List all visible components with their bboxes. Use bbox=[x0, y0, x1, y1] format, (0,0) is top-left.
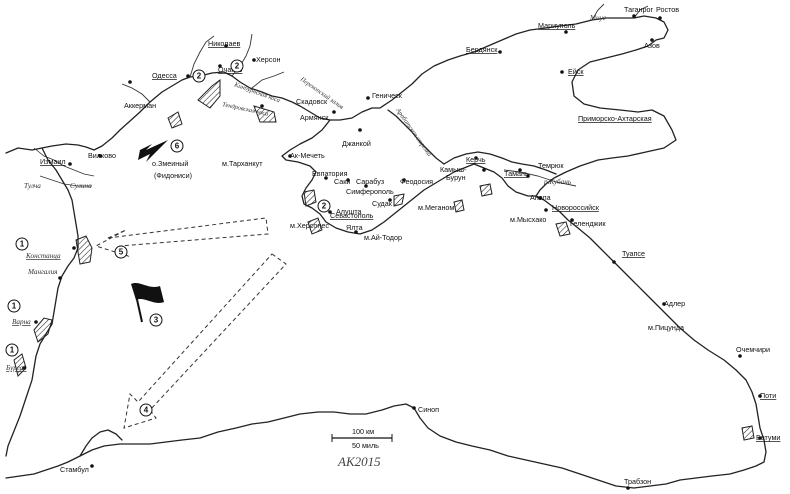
label-odessa: Одесса bbox=[152, 71, 177, 80]
scale-km-label: 100 км bbox=[352, 427, 374, 436]
label-azov: Азов bbox=[644, 41, 660, 50]
label-mangalia: Мангалия bbox=[27, 268, 58, 276]
label-novorossiysk: Новороссийск bbox=[552, 203, 600, 212]
label-vilkovo: Вилково bbox=[88, 151, 116, 160]
label-myskhako: м.Мысхако bbox=[510, 215, 546, 224]
marker-6: 6 bbox=[170, 139, 184, 153]
label-adler: Адлер bbox=[664, 299, 685, 308]
label-tendrovskaya: Тендровская коса bbox=[222, 101, 269, 118]
label-pitsunda: м.Пицунда bbox=[648, 323, 684, 332]
label-armyansk: Армянск bbox=[300, 113, 329, 122]
label-arabatskaya: Арабатская стрелка bbox=[394, 106, 433, 157]
label-khersones: м.Херсонес bbox=[290, 221, 329, 230]
numbered-markers: 2 2 6 2 5 3 4 1 bbox=[5, 59, 331, 417]
svg-text:6: 6 bbox=[175, 142, 180, 151]
label-sinop: Синоп bbox=[418, 405, 439, 414]
label-gelendzhik: Геленджик bbox=[570, 219, 606, 228]
label-burgas: Бургас bbox=[5, 364, 27, 372]
signature: АК2015 bbox=[337, 454, 381, 469]
marker-1-burgas: 1 bbox=[5, 343, 19, 357]
label-batumi: Батуми bbox=[756, 433, 780, 442]
label-akmechet: Ак-Мечеть bbox=[290, 151, 325, 160]
label-istanbul: Стамбул bbox=[60, 465, 89, 474]
city-dots bbox=[22, 14, 762, 490]
label-mius: Миус bbox=[589, 14, 607, 22]
label-alushta: Алушта bbox=[336, 207, 362, 216]
label-izmail: Измаил bbox=[40, 157, 66, 166]
label-genichesk: Геническ bbox=[372, 91, 403, 100]
svg-text:1: 1 bbox=[20, 240, 25, 249]
label-yalta: Ялта bbox=[346, 223, 363, 232]
label-akkerman: Аккерман bbox=[124, 101, 156, 110]
marker-1-constanta: 1 bbox=[15, 237, 29, 251]
label-simferopol: Симферополь bbox=[346, 187, 394, 196]
label-evpatoriya: Евпатория bbox=[312, 169, 348, 178]
marker-1-varna: 1 bbox=[7, 299, 21, 313]
label-kamysh-1: Камыш- bbox=[440, 165, 467, 174]
svg-text:1: 1 bbox=[12, 302, 17, 311]
scale-bar: 100 км 50 миль bbox=[331, 427, 393, 450]
label-fidonisi: (Фидониси) bbox=[154, 171, 192, 180]
svg-text:5: 5 bbox=[119, 248, 124, 257]
label-eysk: Ейск bbox=[568, 67, 584, 76]
label-taganrog: Таганрог bbox=[624, 5, 653, 14]
label-taman: Тамань bbox=[504, 169, 529, 178]
marker-2-odessa: 2 bbox=[192, 69, 206, 83]
label-poti: Поти bbox=[760, 391, 776, 400]
svg-text:2: 2 bbox=[322, 202, 327, 211]
label-kerch: Керчь bbox=[466, 155, 486, 164]
label-sarabuz: Сарабуз bbox=[356, 177, 385, 186]
label-sulina: Сулина bbox=[70, 182, 92, 190]
label-temryuk: Темрюк bbox=[538, 161, 564, 170]
label-ochemchiri: Очемчири bbox=[736, 345, 770, 354]
label-trabzon: Трабзон bbox=[624, 477, 651, 486]
coastline bbox=[5, 15, 767, 489]
label-kuban: р.Кубань bbox=[543, 178, 572, 186]
label-saki: Саки bbox=[334, 177, 350, 186]
label-dzhankoy: Джанкой bbox=[342, 139, 371, 148]
label-sevastopol: Севастополь bbox=[330, 211, 374, 220]
label-skadovsk: Скадовск bbox=[296, 97, 328, 106]
label-sudak: Судак bbox=[372, 199, 393, 208]
label-tuapse: Туапсе bbox=[622, 249, 645, 258]
label-ochakov: Очаков bbox=[218, 65, 243, 74]
label-tarkhankut: м.Тарханкут bbox=[222, 159, 263, 168]
rivers bbox=[121, 3, 649, 187]
marker-3: 3 bbox=[149, 313, 163, 327]
label-rostov: Ростов bbox=[656, 5, 679, 14]
label-berdyansk: Бердянск bbox=[466, 45, 498, 54]
flag-icon bbox=[131, 283, 164, 323]
svg-text:2: 2 bbox=[235, 62, 240, 71]
label-meganom: м.Меганом bbox=[418, 203, 454, 212]
label-constanta: Констанца bbox=[25, 252, 61, 260]
svg-text:4: 4 bbox=[144, 406, 149, 415]
label-kherson: Херсон bbox=[256, 55, 280, 64]
svg-text:2: 2 bbox=[197, 72, 202, 81]
label-anapa: Анапа bbox=[530, 193, 551, 202]
label-kamysh-2: Бурун bbox=[446, 173, 466, 182]
label-aytodor: м.Ай-Тодор bbox=[364, 233, 402, 242]
marker-4: 4 bbox=[139, 403, 153, 417]
marker-5: 5 bbox=[114, 245, 128, 259]
black-arrow bbox=[138, 140, 168, 162]
label-mariupol: Мариуполь bbox=[538, 21, 576, 30]
svg-text:1: 1 bbox=[10, 346, 15, 355]
label-feodosiya: Феодосия bbox=[400, 177, 433, 186]
marker-2-sevastopol: 2 bbox=[317, 199, 331, 213]
svg-text:3: 3 bbox=[154, 316, 159, 325]
marker-2-ochakov: 2 bbox=[230, 59, 244, 73]
label-varna: Варна bbox=[12, 318, 31, 326]
label-primorsko: Приморско-Ахтарская bbox=[578, 114, 652, 123]
label-tulcha: Тулча bbox=[24, 182, 41, 190]
hatched-zones bbox=[13, 79, 755, 441]
label-nikolaev: Николаев bbox=[208, 39, 240, 48]
label-zmeiny: о.Змеиный bbox=[152, 159, 188, 168]
scale-miles-label: 50 миль bbox=[352, 441, 379, 450]
